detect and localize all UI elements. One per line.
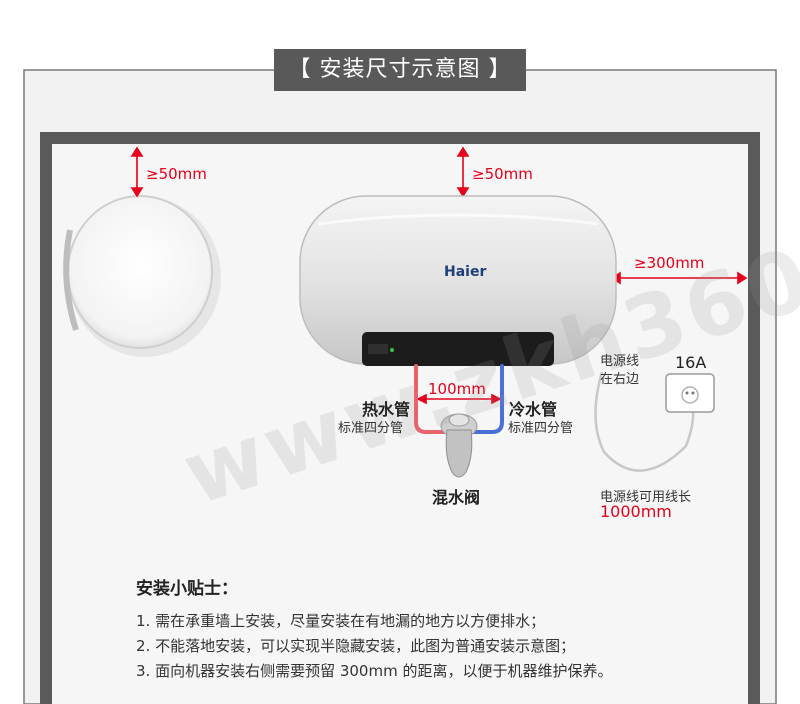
power-cord <box>594 371 695 472</box>
mixing-valve-label: 混水阀 <box>432 488 481 507</box>
dim-pipe-gap: 100mm <box>428 380 486 398</box>
wall-outline <box>40 132 760 704</box>
pipes <box>414 364 504 434</box>
cold-pipe-title: 冷水管 <box>509 400 558 419</box>
hot-pipe-subtitle: 标准四分管 <box>338 421 404 436</box>
dim-top-center: ≥50mm <box>472 165 533 183</box>
tip-item: 1. 需在承重墙上安装，尽量安装在有地漏的地方以方便排水； <box>136 612 546 630</box>
cord-length-value: 1000mm <box>600 502 672 521</box>
dim-top-left: ≥50mm <box>146 165 207 183</box>
power-cord-label-2: 在右边 <box>600 372 640 387</box>
water-heater-tank <box>299 195 617 366</box>
power-cord-label-1: 电源线 <box>600 354 640 369</box>
brand-logo: Haier <box>444 264 487 280</box>
mirror <box>63 195 221 357</box>
tip-item: 2. 不能落地安装，可以实现半隐藏安装，此图为普通安装示意图； <box>136 637 576 655</box>
mixing-valve-shape <box>440 413 478 478</box>
socket <box>665 373 715 413</box>
hot-pipe-title: 热水管 <box>362 400 411 419</box>
socket-rating: 16A <box>675 353 707 372</box>
page-title: 【 安装尺寸示意图 】 <box>274 49 526 91</box>
cold-pipe-subtitle: 标准四分管 <box>508 421 574 436</box>
dim-right: ≥300mm <box>634 254 705 272</box>
tips-title: 安装小贴士： <box>136 579 238 599</box>
cord-length-label: 电源线可用线长 <box>600 490 692 505</box>
tip-item: 3. 面向机器安装右侧需要预留 300mm 的距离，以便于机器维护保养。 <box>136 662 613 680</box>
